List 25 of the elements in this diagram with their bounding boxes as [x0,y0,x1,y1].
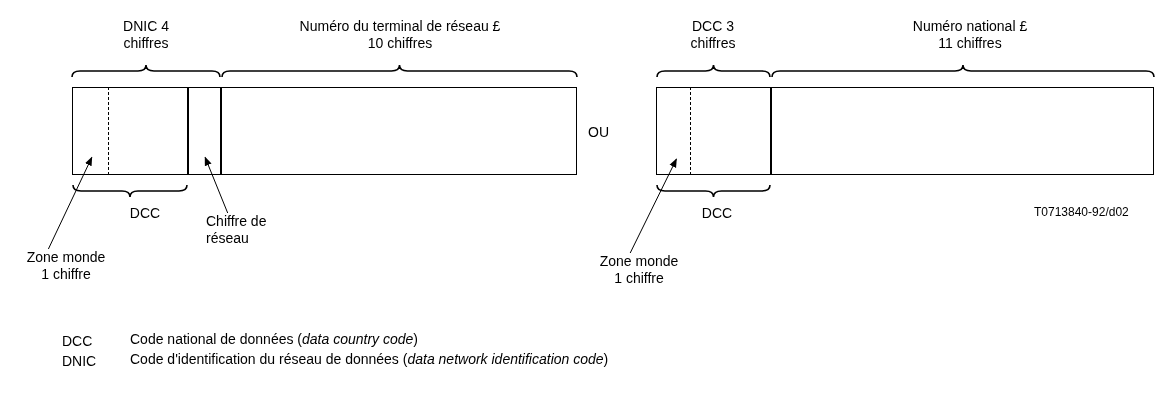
label-text: Numéro du terminal de réseau £ 10 chiffres [298,18,502,52]
label-text: OU [588,124,610,141]
label-text: DCC 3 chiffres [689,18,737,52]
figure-number: T0713840-92/d02 [1034,204,1130,221]
label-text: DCC [128,205,162,222]
leader-arrow [629,158,677,254]
field-cell [770,87,1154,175]
leader-arrow [204,156,229,214]
label-text: DCC [700,205,734,222]
callout-text: Zone monde 1 chiffre [22,249,110,283]
abbreviation: DCC [62,333,94,350]
field-cell [220,87,577,175]
abbreviation: DNIC [62,353,98,370]
leader-arrow [47,156,93,250]
field-cell [72,87,108,175]
field-cell [108,87,187,175]
callout-text: Zone monde 1 chiffre [595,253,683,287]
label-text: DNIC 4 chiffres [122,18,170,52]
label-text: Numéro national £ 11 chiffres [912,18,1028,52]
field-cell [690,87,770,175]
field-cell [656,87,690,175]
field-cell [187,87,220,175]
abbreviation-definition: Code national de données (data country code) [130,331,419,348]
abbreviation-definition: Code d'identification du réseau de données (data network identification code) [130,351,610,368]
callout-text: Chiffre de réseau [206,213,268,247]
